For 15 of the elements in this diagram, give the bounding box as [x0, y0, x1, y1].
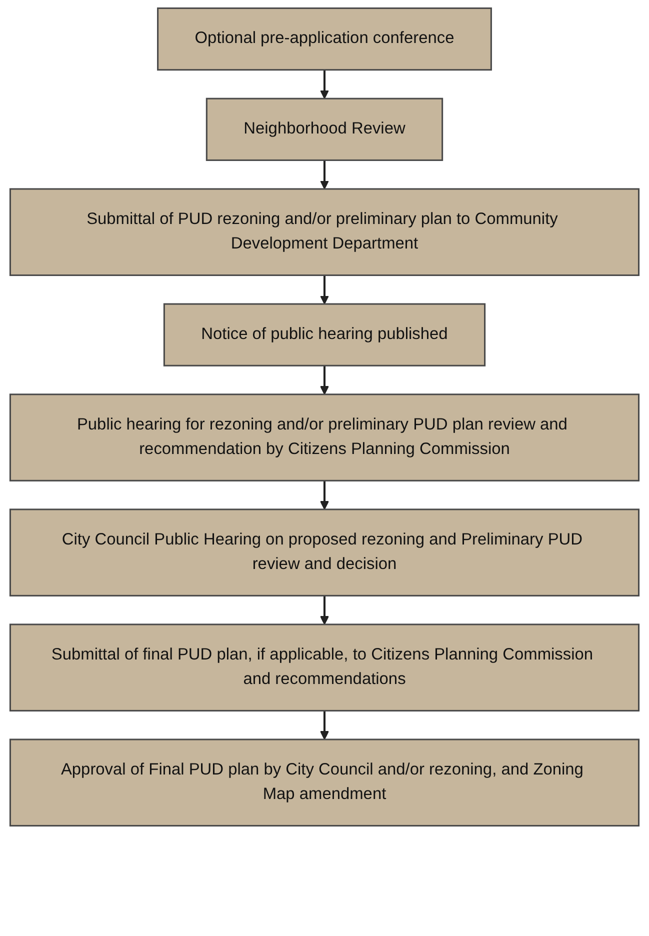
node-box: City Council Public Hearing on proposed rezoning and Preliminary PUD review and decision — [9, 508, 640, 596]
node-box: Public hearing for rezoning and/or preliminary PUD plan review and recommendation by Citizens Planning Commission — [9, 394, 640, 482]
arrow — [320, 480, 329, 510]
node-box: Approval of Final PUD plan by City Council and/or rezoning, and Zoning Map amendment — [9, 738, 640, 826]
node-box: Optional pre-application conference — [157, 7, 492, 71]
arrow — [320, 596, 329, 625]
node-box: Submittal of final PUD plan, if applicable, to Citizens Planning Commission and recommendations — [9, 624, 640, 712]
arrow — [320, 275, 329, 304]
node-box: Notice of public hearing published — [163, 303, 486, 366]
arrow — [320, 366, 329, 395]
node-box: Submittal of PUD rezoning and/or preliminary plan to Community Development Department — [9, 188, 640, 276]
arrow — [320, 710, 329, 740]
arrow — [320, 160, 329, 190]
arrow — [320, 70, 329, 99]
node-box: Neighborhood Review — [206, 98, 444, 161]
